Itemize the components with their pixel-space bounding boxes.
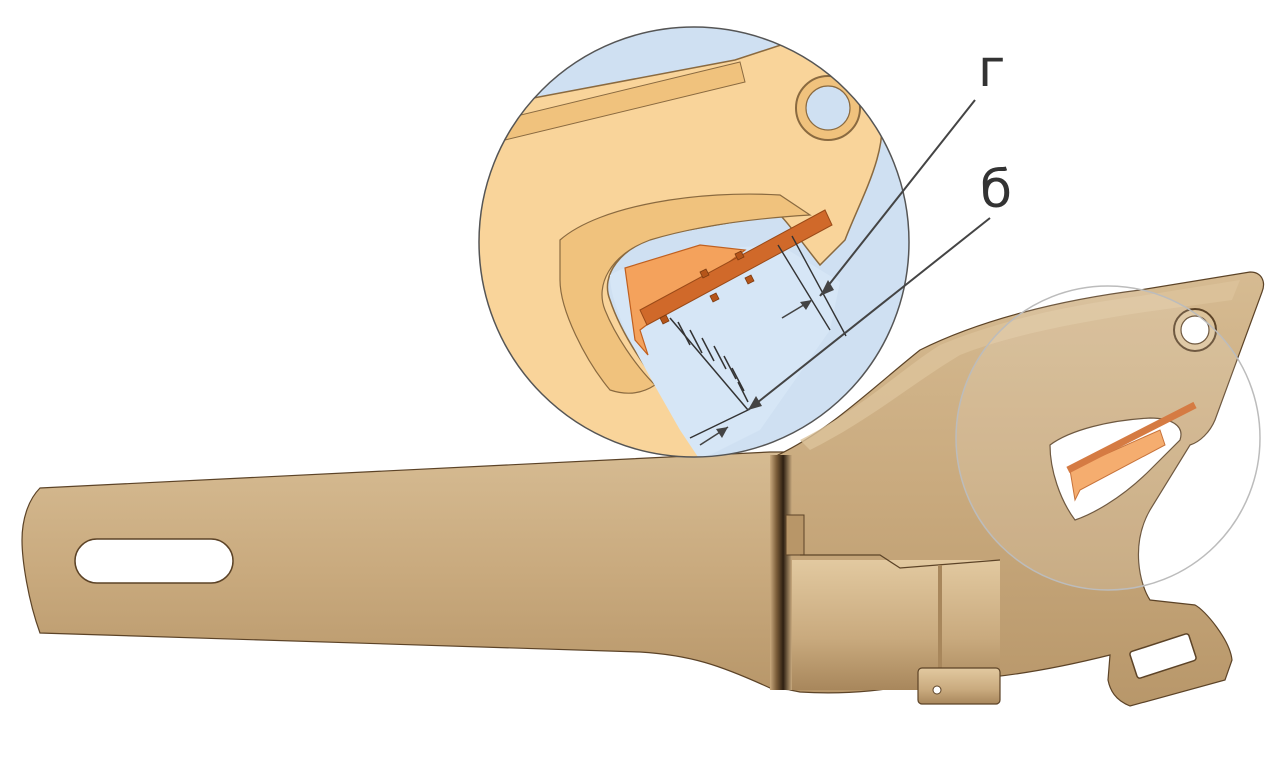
dim-arrowhead-b-left bbox=[716, 427, 728, 438]
small-pad-bar bbox=[1066, 401, 1197, 474]
dim-line-g-left bbox=[777, 244, 831, 331]
lever-arm-slot bbox=[74, 538, 234, 584]
worm-shaft-stub bbox=[917, 667, 1001, 705]
zoom-jaw-rim bbox=[559, 193, 812, 394]
leader-arrowhead-g bbox=[820, 280, 834, 296]
detail-source-circle bbox=[955, 285, 1261, 591]
hub-seam bbox=[770, 455, 792, 690]
zoom-pin-hole-inner bbox=[805, 85, 851, 131]
pin-hole-inner bbox=[1180, 315, 1210, 345]
wear-limit-line bbox=[669, 317, 749, 411]
callout-label-g: г bbox=[978, 39, 1005, 99]
worm-shaft-hole bbox=[932, 685, 942, 695]
leader-line-g bbox=[819, 99, 976, 297]
hub-flange bbox=[785, 514, 805, 556]
wear-hatching bbox=[677, 321, 749, 403]
lever-head-top-face bbox=[800, 280, 1240, 450]
lever-arm bbox=[21, 451, 793, 691]
lower-tab-slot bbox=[1129, 633, 1197, 679]
small-brake-pad bbox=[1069, 429, 1166, 502]
zoom-rivets bbox=[659, 250, 755, 325]
dim-line-g-right bbox=[791, 235, 847, 337]
slack-adjuster-lever bbox=[21, 271, 1265, 707]
dim-arrowhead-g-left bbox=[800, 300, 812, 310]
dim-line-b-end bbox=[689, 409, 749, 439]
detail-zoom bbox=[478, 26, 910, 458]
callout-label-b: б bbox=[980, 160, 1012, 220]
zoom-pad-bar bbox=[639, 209, 833, 326]
callouts: г б bbox=[747, 39, 1012, 411]
hub-step bbox=[800, 554, 1001, 569]
leader-line-b bbox=[747, 217, 991, 411]
leader-arrowhead-b bbox=[748, 396, 762, 410]
detail-zoom-border bbox=[478, 26, 910, 458]
